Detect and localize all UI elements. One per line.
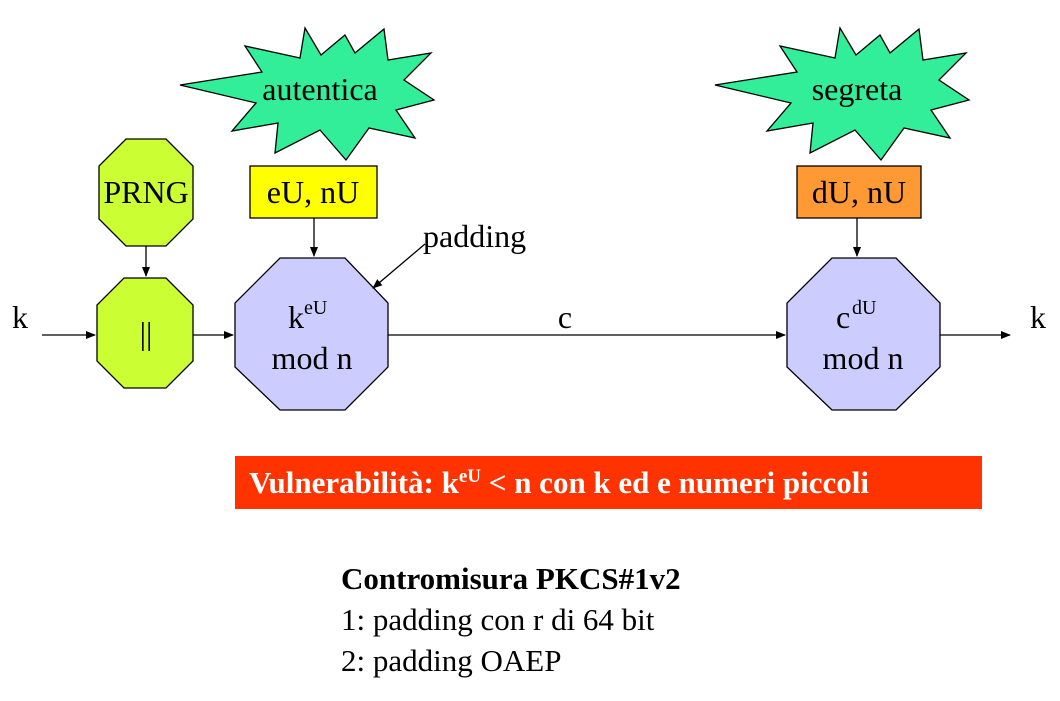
- decrypt-mod: mod n: [823, 340, 904, 376]
- prng-label: PRNG: [103, 174, 188, 210]
- concat-node: ||: [96, 277, 194, 389]
- prng-shape: [98, 138, 194, 247]
- output-label: k: [1030, 299, 1046, 335]
- secret-label: segreta: [812, 71, 903, 107]
- encrypt-exponent: eU: [304, 297, 328, 319]
- padding-arrow: [372, 243, 426, 289]
- concat-label: ||: [140, 315, 153, 351]
- decrypt-base: c: [836, 299, 850, 335]
- encrypt-shape: [234, 257, 389, 411]
- concat-shape: [96, 277, 194, 389]
- vulnerability-suffix: < n con k ed e numeri piccoli: [481, 465, 869, 500]
- decrypt-node: c dU mod n: [786, 257, 941, 411]
- private-key-label: dU, nU: [812, 174, 906, 210]
- authentic-star-shape: [179, 26, 436, 162]
- prng-node: PRNG: [98, 138, 194, 247]
- countermeasure-title: Contromisura PKCS#1v2: [341, 561, 681, 596]
- decrypt-exponent: dU: [852, 297, 877, 319]
- countermeasure-item: 2: padding OAEP: [341, 643, 562, 678]
- decrypt-shape: [786, 257, 941, 411]
- vulnerability-banner: Vulnerabilità: keU < n con k ed e numeri…: [235, 456, 982, 509]
- encrypt-base: k: [288, 299, 304, 335]
- secret-star: segreta: [714, 26, 971, 162]
- input-label: k: [12, 299, 28, 335]
- authentic-label: autentica: [262, 71, 377, 107]
- channel-label: c: [558, 299, 572, 335]
- public-key-label: eU, nU: [267, 174, 359, 210]
- countermeasure-item: 1: padding con r di 64 bit: [341, 602, 655, 637]
- padding-label: padding: [423, 218, 526, 254]
- authentic-star: autentica: [179, 26, 436, 162]
- secret-star-shape: [714, 26, 971, 162]
- vulnerability-exponent: eU: [458, 466, 482, 487]
- encrypt-mod: mod n: [272, 340, 353, 376]
- public-key-box: eU, nU: [249, 165, 378, 219]
- countermeasure-block: Contromisura PKCS#1v2 1: padding con r d…: [341, 558, 681, 681]
- encrypt-node: k eU mod n: [234, 257, 389, 411]
- private-key-box: dU, nU: [796, 165, 922, 219]
- vulnerability-prefix: Vulnerabilità: k: [249, 465, 459, 500]
